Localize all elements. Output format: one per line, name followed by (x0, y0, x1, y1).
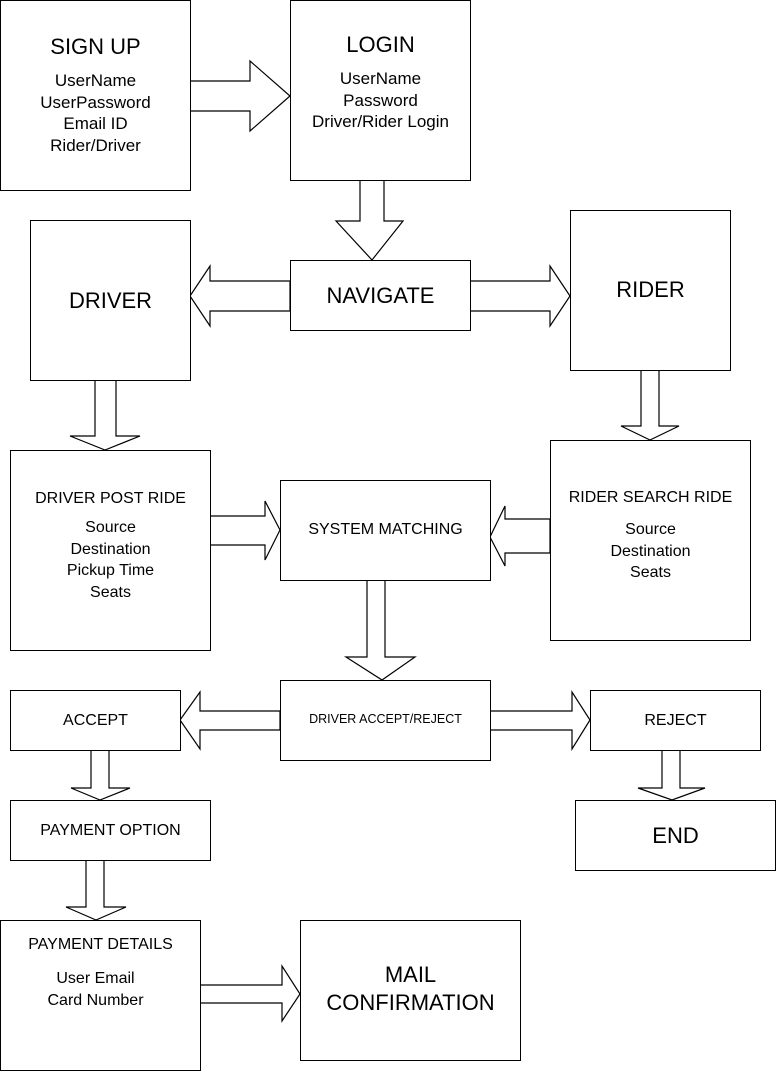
end-box: END (575, 800, 776, 871)
driver-post-ride-box: DRIVER POST RIDE Source Destination Pick… (10, 450, 211, 651)
payment-details-field: User Email (56, 970, 135, 987)
rider-search-ride-fields: Source Destination Seats (610, 519, 690, 584)
mail-confirmation-title: MAIL CONFIRMATION (326, 961, 494, 1017)
accept-title: ACCEPT (63, 711, 128, 729)
login-field: UserName (339, 69, 422, 88)
arrow-accept-reject-to-accept (179, 690, 281, 751)
arrow-matching-to-accept-reject (343, 579, 417, 681)
payment-details-field: Card Number (47, 991, 144, 1009)
mail-confirmation-line: CONFIRMATION (326, 990, 495, 1015)
login-field: Password (343, 90, 418, 110)
arrow-post-ride-to-matching (209, 500, 281, 561)
mail-confirmation-line: MAIL (384, 962, 437, 987)
driver-accept-reject-box: DRIVER ACCEPT/REJECT (280, 680, 491, 761)
driver-accept-reject-title: DRIVER ACCEPT/REJECT (309, 712, 462, 726)
rider-box: RIDER (570, 210, 731, 371)
rider-search-ride-field: Destination (610, 542, 691, 560)
driver-box: DRIVER (30, 220, 191, 381)
navigate-title: NAVIGATE (326, 282, 435, 308)
login-box: LOGIN UserName Password Driver/Rider Log… (290, 0, 471, 181)
login-field: Driver/Rider Login (312, 112, 449, 132)
rider-search-ride-field: Seats (630, 564, 671, 582)
payment-details-box: PAYMENT DETAILS User Email Card Number (0, 920, 201, 1071)
payment-details-fields: User Email Card Number (47, 968, 143, 1011)
end-title: END (652, 822, 699, 848)
driver-post-ride-title: DRIVER POST RIDE (35, 490, 186, 507)
payment-details-title: PAYMENT DETAILS (28, 936, 173, 953)
arrow-payment-option-to-details (65, 859, 127, 921)
driver-post-ride-field: Source (85, 519, 136, 536)
arrow-navigate-to-rider (469, 264, 571, 328)
rider-search-ride-title: RIDER SEARCH RIDE (568, 489, 733, 506)
signup-field: UserName (54, 71, 137, 90)
login-fields: UserName Password Driver/Rider Login (312, 68, 449, 133)
arrow-driver-to-post-ride (69, 379, 141, 451)
system-matching-box: SYSTEM MATCHING (280, 480, 491, 581)
signup-title: SIGN UP (50, 34, 141, 59)
signup-box: SIGN UP UserName UserPassword Email ID R… (0, 0, 191, 191)
driver-post-ride-field: Destination (70, 540, 151, 558)
arrow-login-to-navigate (334, 179, 405, 261)
signup-field: UserPassword (40, 92, 151, 112)
signup-field: Rider/Driver (50, 135, 141, 155)
arrow-accept-reject-to-reject (489, 689, 591, 752)
rider-search-ride-box: RIDER SEARCH RIDE Source Destination Sea… (550, 440, 751, 641)
accept-box: ACCEPT (10, 690, 181, 751)
signup-field: Email ID (63, 114, 128, 134)
arrow-signup-to-login (189, 59, 291, 133)
rider-title: RIDER (616, 277, 685, 302)
driver-post-ride-field: Pickup Time (66, 562, 155, 580)
arrow-reject-to-end (637, 749, 706, 801)
mail-confirmation-box: MAIL CONFIRMATION (300, 920, 521, 1061)
signup-fields: UserName UserPassword Email ID Rider/Dri… (40, 70, 151, 156)
navigate-box: NAVIGATE (290, 260, 471, 331)
payment-option-title: PAYMENT OPTION (40, 821, 181, 839)
arrow-details-to-mail (199, 963, 301, 1023)
arrow-accept-to-payment-option (70, 749, 131, 801)
arrow-search-ride-to-matching (489, 505, 551, 567)
driver-post-ride-field: Seats (90, 583, 131, 601)
arrow-rider-to-search-ride (620, 369, 680, 441)
login-title: LOGIN (346, 32, 415, 57)
driver-title: DRIVER (68, 287, 153, 313)
reject-box: REJECT (590, 690, 761, 751)
payment-option-box: PAYMENT OPTION (10, 800, 211, 861)
arrow-navigate-to-driver (189, 264, 291, 328)
system-matching-title: SYSTEM MATCHING (308, 521, 463, 538)
reject-title: REJECT (644, 711, 707, 729)
rider-search-ride-field: Source (625, 521, 676, 538)
driver-post-ride-fields: Source Destination Pickup Time Seats (67, 517, 154, 603)
